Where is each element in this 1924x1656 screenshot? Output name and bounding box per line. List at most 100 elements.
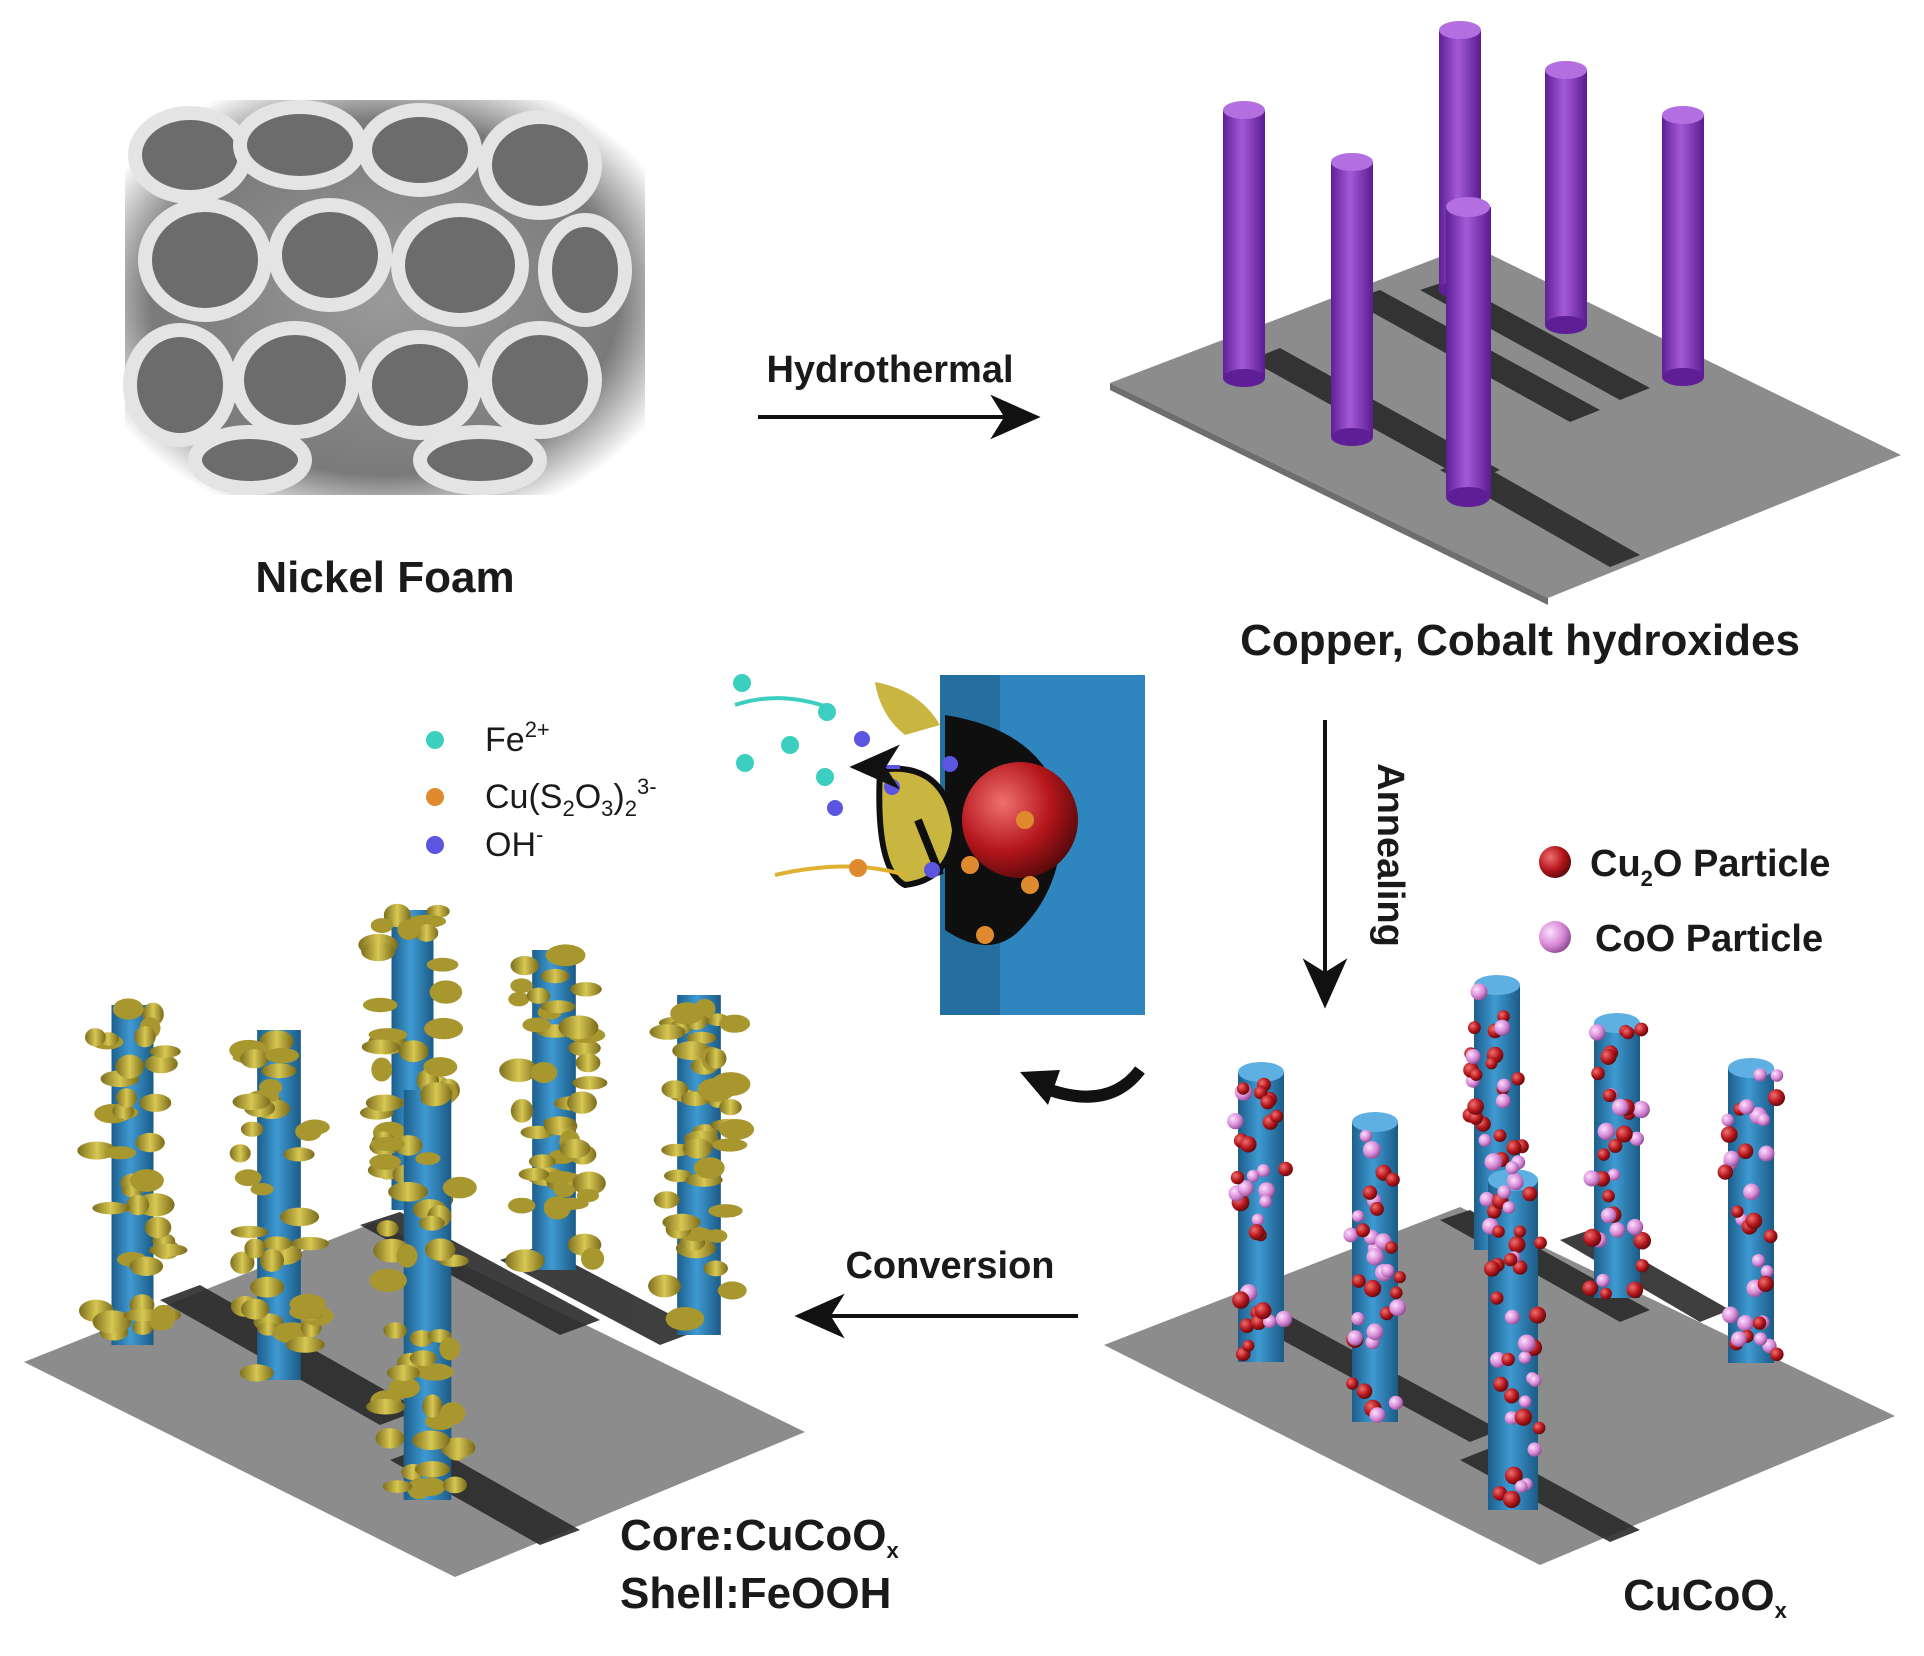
surface-particle bbox=[1505, 1161, 1519, 1175]
surface-particle bbox=[1362, 1185, 1378, 1200]
surface-particle bbox=[1270, 1109, 1284, 1123]
surface-particle bbox=[1511, 1072, 1525, 1086]
surface-particle bbox=[1275, 1310, 1293, 1328]
shell-flake bbox=[409, 1330, 434, 1347]
shell-flake bbox=[369, 1268, 407, 1292]
shell-flake bbox=[386, 1364, 420, 1381]
shell-flake bbox=[144, 1054, 178, 1074]
surface-particle bbox=[1621, 1026, 1635, 1040]
surface-particle bbox=[1346, 1377, 1359, 1390]
surface-particle bbox=[1469, 1068, 1483, 1081]
surface-particle bbox=[1770, 1069, 1784, 1082]
hydrothermal-label: Hydrothermal bbox=[766, 349, 1013, 391]
shell-flake bbox=[397, 919, 420, 940]
surface-particle bbox=[1254, 1302, 1272, 1320]
surface-particle bbox=[1757, 1275, 1774, 1292]
shell-flake bbox=[567, 1091, 597, 1114]
shell-flake bbox=[718, 1119, 755, 1140]
shell-flake bbox=[369, 1154, 401, 1170]
shell-flake bbox=[396, 1244, 418, 1268]
shell-flake bbox=[553, 1182, 575, 1198]
hydroxide-rods bbox=[1223, 21, 1704, 507]
surface-particle bbox=[1484, 1153, 1503, 1171]
surface-particle bbox=[1589, 1024, 1606, 1041]
surface-particle bbox=[1518, 1351, 1532, 1364]
surface-particle bbox=[1583, 1228, 1602, 1247]
shell-flake bbox=[570, 982, 602, 997]
shell-flake bbox=[649, 1024, 686, 1040]
shell-flake bbox=[442, 1476, 467, 1494]
cucoox-panel bbox=[1104, 975, 1895, 1565]
shell-flake bbox=[151, 1304, 176, 1329]
surface-particle bbox=[1363, 1279, 1382, 1298]
shell-flake bbox=[361, 1039, 400, 1055]
surface-particle bbox=[1493, 1376, 1509, 1392]
shell-label: Shell:FeOOH bbox=[620, 1569, 891, 1618]
shell-flake bbox=[283, 1147, 315, 1162]
shell-flake bbox=[361, 942, 396, 962]
shell-flake bbox=[719, 1099, 742, 1116]
shell-flake bbox=[426, 904, 450, 918]
surface-particle bbox=[1770, 1347, 1784, 1362]
surface-particle bbox=[1351, 1312, 1365, 1326]
oh-ion-dot bbox=[426, 836, 444, 854]
oh-ion-label: OH- bbox=[485, 822, 543, 864]
shell-flake bbox=[362, 997, 398, 1013]
shell-flake bbox=[540, 1000, 576, 1014]
surface-particle bbox=[1602, 1088, 1617, 1103]
surface-particle bbox=[1751, 1254, 1765, 1268]
shell-flake bbox=[261, 1063, 297, 1079]
surface-particle bbox=[1343, 1227, 1359, 1243]
surface-particle bbox=[1257, 1164, 1270, 1177]
annealing-label: Annealing bbox=[1369, 763, 1411, 947]
shell-flake bbox=[415, 1152, 441, 1165]
shell-flake bbox=[415, 1363, 455, 1381]
surface-particle bbox=[1502, 1201, 1516, 1214]
surface-particle bbox=[1362, 1141, 1381, 1159]
shell-flake bbox=[149, 1243, 188, 1257]
coo-legend-label: CoO Particle bbox=[1595, 918, 1823, 960]
surface-particle bbox=[1504, 1411, 1519, 1425]
shell-flake bbox=[545, 944, 586, 967]
shell-flake bbox=[653, 1191, 680, 1209]
surface-particle bbox=[1591, 1066, 1605, 1081]
surface-particle bbox=[1237, 1180, 1254, 1197]
surface-particle bbox=[1490, 1291, 1504, 1305]
surface-particle bbox=[1528, 1374, 1542, 1387]
shell-flake bbox=[508, 992, 530, 1007]
shell-flake bbox=[370, 918, 394, 934]
surface-particle bbox=[1514, 1408, 1533, 1426]
surface-particle bbox=[1242, 1339, 1255, 1352]
shell-flake bbox=[558, 1015, 599, 1040]
surface-particle bbox=[1506, 1140, 1522, 1156]
surface-particle bbox=[1501, 1352, 1515, 1367]
shell-flake bbox=[144, 1216, 172, 1239]
surface-particle bbox=[1757, 1113, 1770, 1127]
shell-flake bbox=[92, 1201, 130, 1215]
shell-flake bbox=[703, 1260, 728, 1277]
surface-particle bbox=[1366, 1248, 1384, 1266]
shell-flake bbox=[568, 1040, 601, 1057]
shell-flake bbox=[139, 1093, 172, 1112]
surface-particle bbox=[1494, 1019, 1511, 1036]
shell-flake bbox=[229, 1144, 251, 1163]
surface-particle bbox=[1393, 1271, 1406, 1284]
surface-particle bbox=[1720, 1126, 1738, 1143]
surface-particle bbox=[1600, 1048, 1617, 1065]
core-shell-panel bbox=[24, 903, 805, 1577]
surface-particle bbox=[1246, 1169, 1260, 1183]
shell-flake bbox=[135, 1132, 165, 1153]
particle-legend: Cu2O Particle CoO Particle bbox=[1539, 843, 1830, 960]
surface-particle bbox=[1717, 1164, 1734, 1180]
surface-particle bbox=[1351, 1274, 1366, 1288]
shell-flake bbox=[414, 1461, 451, 1478]
surface-particles bbox=[1227, 983, 1785, 1509]
shell-flake bbox=[439, 1402, 466, 1425]
surface-particle bbox=[1583, 1170, 1600, 1187]
fe-ion-label: Fe2+ bbox=[485, 717, 550, 759]
surface-particle bbox=[1722, 1306, 1739, 1324]
shell-flake bbox=[291, 1236, 329, 1251]
surface-particle bbox=[1753, 1068, 1767, 1082]
core-shell-rods bbox=[77, 903, 755, 1500]
shell-flake bbox=[719, 1014, 751, 1033]
